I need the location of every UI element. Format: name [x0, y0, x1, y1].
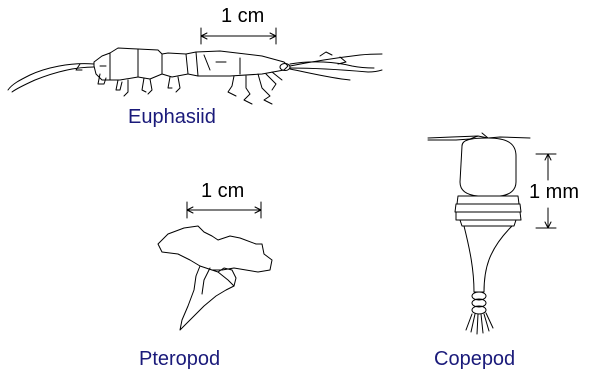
copepod-name-label: Copepod: [434, 348, 515, 370]
copepod-scale-label: 1 mm: [529, 181, 579, 203]
euphasiid-scale-label: 1 cm: [221, 5, 264, 27]
pteropod-scale-label: 1 cm: [201, 180, 244, 202]
pteropod-scale-bar: [187, 202, 261, 218]
euphasiid-drawing: [8, 28, 382, 104]
pteropod-name-label: Pteropod: [139, 348, 220, 370]
euphasiid-name-label: Euphasiid: [128, 106, 216, 128]
euphasiid-scale-bar: [201, 28, 276, 44]
copepod-drawing: [428, 133, 556, 334]
pteropod-drawing: [158, 202, 272, 330]
